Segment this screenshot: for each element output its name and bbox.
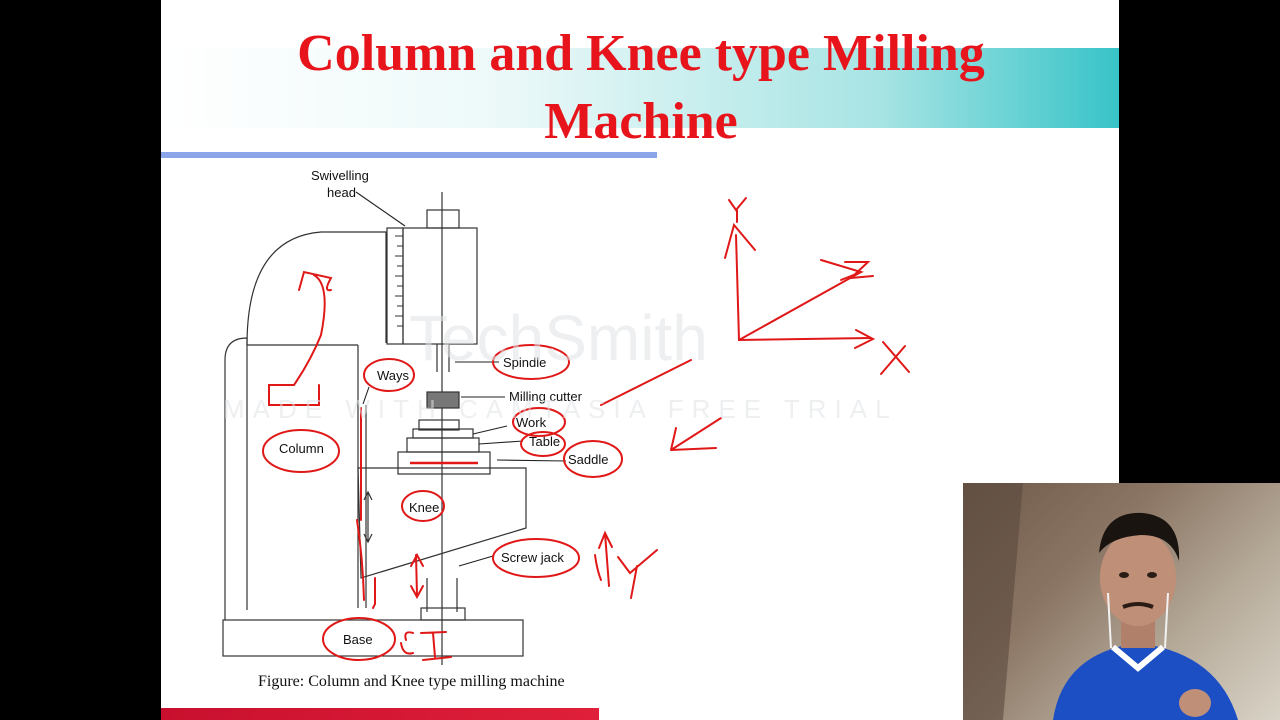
label-swivelling-head-1: Swivelling	[311, 168, 369, 183]
label-swivelling-head-2: head	[327, 185, 356, 200]
label-table: Table	[529, 434, 560, 449]
slide-title: Column and Knee type Milling Machine	[231, 20, 1051, 156]
label-base: Base	[343, 632, 373, 647]
label-column: Column	[279, 441, 324, 456]
label-milling-cutter: Milling cutter	[509, 389, 583, 404]
leader-arrows	[355, 191, 567, 567]
head-scale	[395, 235, 403, 327]
presenter-figure	[963, 483, 1238, 720]
title-line-2: Machine	[544, 93, 738, 150]
label-spindle: Spindle	[503, 355, 546, 370]
figure-caption: Figure: Column and Knee type milling mac…	[258, 673, 565, 690]
label-saddle: Saddle	[568, 452, 608, 467]
label-knee: Knee	[409, 500, 439, 515]
title-line-1: Column and Knee type Milling	[297, 25, 985, 82]
label-screw-jack: Screw jack	[501, 550, 564, 565]
label-work: Work	[516, 415, 547, 430]
title-band	[161, 48, 1119, 128]
title-rule	[161, 152, 657, 158]
knee-travel-arrow	[363, 490, 373, 544]
label-ways: Ways	[377, 368, 410, 383]
presenter-webcam-icon	[963, 483, 1280, 720]
red-annotations	[262, 197, 910, 661]
milling-machine-diagram: Swivelling head Spindle Milling cutter W…	[222, 168, 910, 665]
footer-bar	[161, 708, 599, 720]
